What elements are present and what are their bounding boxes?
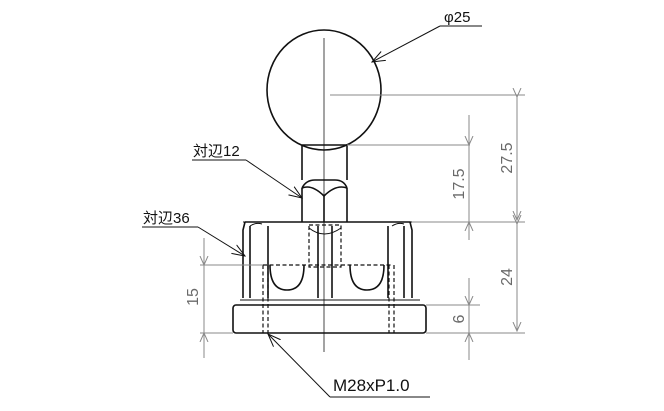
callout-thread: M28xP1.0 xyxy=(268,334,430,398)
neck xyxy=(301,144,348,180)
ball xyxy=(266,29,382,151)
dim-17-5: 17.5 xyxy=(451,115,469,240)
large-hex-body xyxy=(242,221,413,298)
small-hex-nut xyxy=(301,179,348,222)
callout-large-hex: 対辺36 xyxy=(142,210,245,256)
dim-text-17-5: 17.5 xyxy=(451,168,468,199)
dim-text-27-5: 27.5 xyxy=(499,142,516,173)
flange xyxy=(232,299,427,334)
dim-15: 15 xyxy=(185,238,204,358)
callout-text-small-hex: 対辺12 xyxy=(193,143,240,160)
dim-text-15: 15 xyxy=(185,288,202,306)
callout-text-large-hex: 対辺36 xyxy=(143,210,190,227)
dim-27-5: 27.5 xyxy=(499,97,517,220)
callout-ball-diameter: φ25 xyxy=(372,9,482,62)
dim-text-6: 6 xyxy=(451,314,468,323)
thread-hidden-lines xyxy=(262,265,395,333)
callout-text-ball-diameter: φ25 xyxy=(444,9,470,26)
dim-6: 6 xyxy=(451,278,469,360)
callout-text-thread: M28xP1.0 xyxy=(333,376,410,395)
dim-text-24: 24 xyxy=(499,268,516,286)
callout-small-hex: 対辺12 xyxy=(192,143,302,198)
dim-24: 24 xyxy=(499,224,517,331)
